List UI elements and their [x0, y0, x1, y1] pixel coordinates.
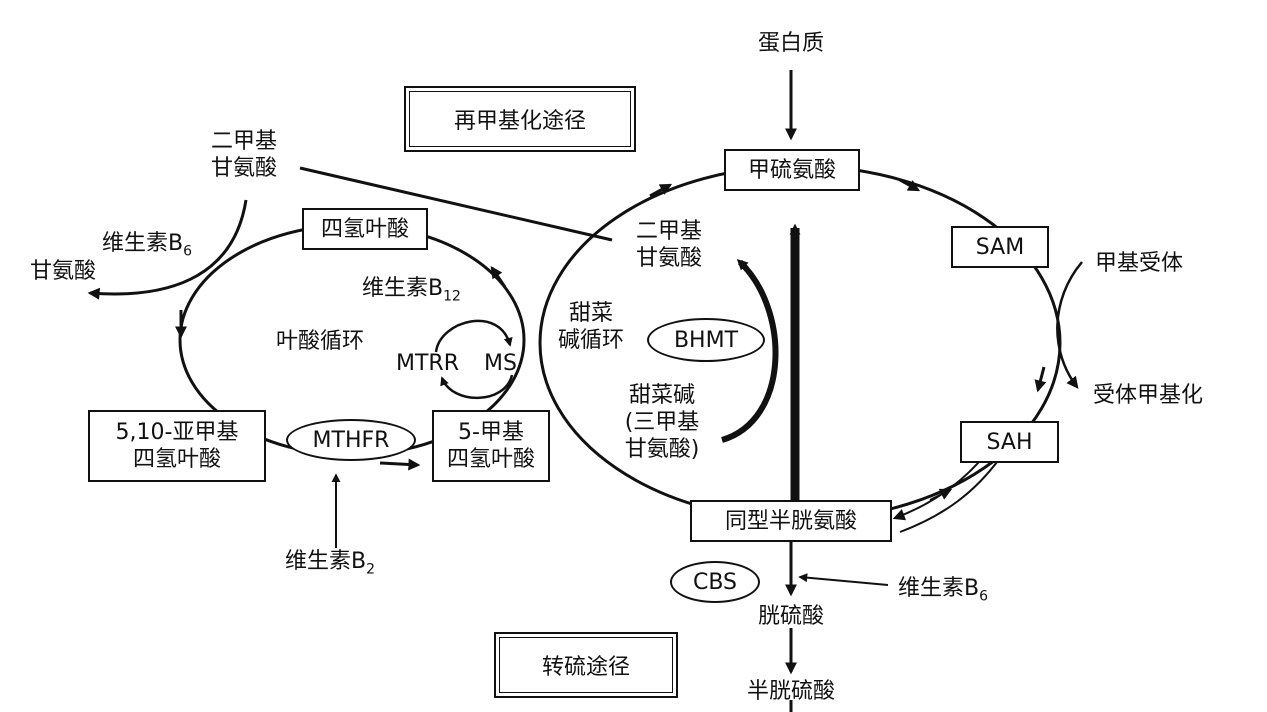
sam-node: SAM: [951, 226, 1049, 268]
transsulfuration-title-box: 转硫途径: [494, 632, 678, 698]
thf-node: 四氢叶酸: [302, 208, 428, 250]
cbs-enzyme: CBS: [670, 561, 760, 603]
flow-arrow-icon: [929, 488, 953, 501]
acceptor-methylated-label: 受体甲基化: [1093, 383, 1204, 408]
dmg-to-glycine-curve: [87, 199, 248, 300]
methyl-acceptor-curve: [1056, 261, 1083, 389]
mtrr-enzyme: MTRR: [396, 351, 459, 376]
betaine-label: 甜菜碱(三甲基甘氨酸): [624, 383, 700, 462]
methyl-acceptor-label: 甲基受体: [1095, 251, 1184, 276]
homocysteine-node: 同型半胱氨酸: [690, 500, 892, 542]
sah-to-homocysteine-line-2: [899, 457, 1001, 533]
dmg-connection-line: [299, 166, 613, 242]
remethylation-title: 再甲基化途径: [409, 91, 631, 147]
betaine-cycle-label: 甜菜碱循环: [557, 301, 624, 353]
betaine-to-dmg-curve: [721, 258, 779, 443]
flow-arrow-icon: [490, 266, 507, 288]
cystathionine-label: 胱硫酸: [757, 604, 824, 629]
vitamin-b12-label: 维生素B12: [362, 276, 461, 305]
mtrr-ms-cycle-lower: [440, 374, 514, 400]
flow-arrow-icon: [649, 183, 673, 198]
flow-arrow-icon: [379, 458, 421, 471]
vitamin-b2-label: 维生素B2: [285, 549, 376, 578]
flow-arrow-icon: [899, 178, 921, 192]
folate-cycle-label: 叶酸循环: [276, 329, 365, 354]
methionine-node: 甲硫氨酸: [724, 149, 860, 191]
methyl-thf-node: 5-甲基四氢叶酸: [432, 410, 550, 482]
sah-to-homocysteine-line: [892, 454, 986, 521]
dimethylglycine-right-label: 二甲基甘氨酸: [635, 219, 702, 271]
vitamin-b6-bottom-label: 维生素B6: [898, 576, 989, 605]
vitamin-b6-arrow: [798, 573, 889, 586]
methylene-thf-node: 5,10-亚甲基四氢叶酸: [88, 410, 266, 482]
ms-enzyme: MS: [484, 351, 517, 376]
protein-label: 蛋白质: [757, 31, 824, 56]
vitamin-b6-top-label: 维生素B6: [102, 231, 193, 260]
transsulfuration-title: 转硫途径: [499, 637, 673, 693]
mtrr-ms-cycle-upper: [434, 319, 513, 353]
dimethylglycine-left-label: 二甲基甘氨酸: [210, 129, 277, 181]
mthfr-enzyme: MTHFR: [286, 419, 416, 461]
sah-node: SAH: [960, 421, 1059, 463]
flow-arrow-icon: [1034, 366, 1047, 393]
remethylation-title-box: 再甲基化途径: [404, 86, 636, 152]
glycine-label: 甘氨酸: [30, 259, 97, 284]
cysteine-label: 半胱硫酸: [746, 679, 835, 704]
bhmt-enzyme: BHMT: [647, 318, 765, 362]
